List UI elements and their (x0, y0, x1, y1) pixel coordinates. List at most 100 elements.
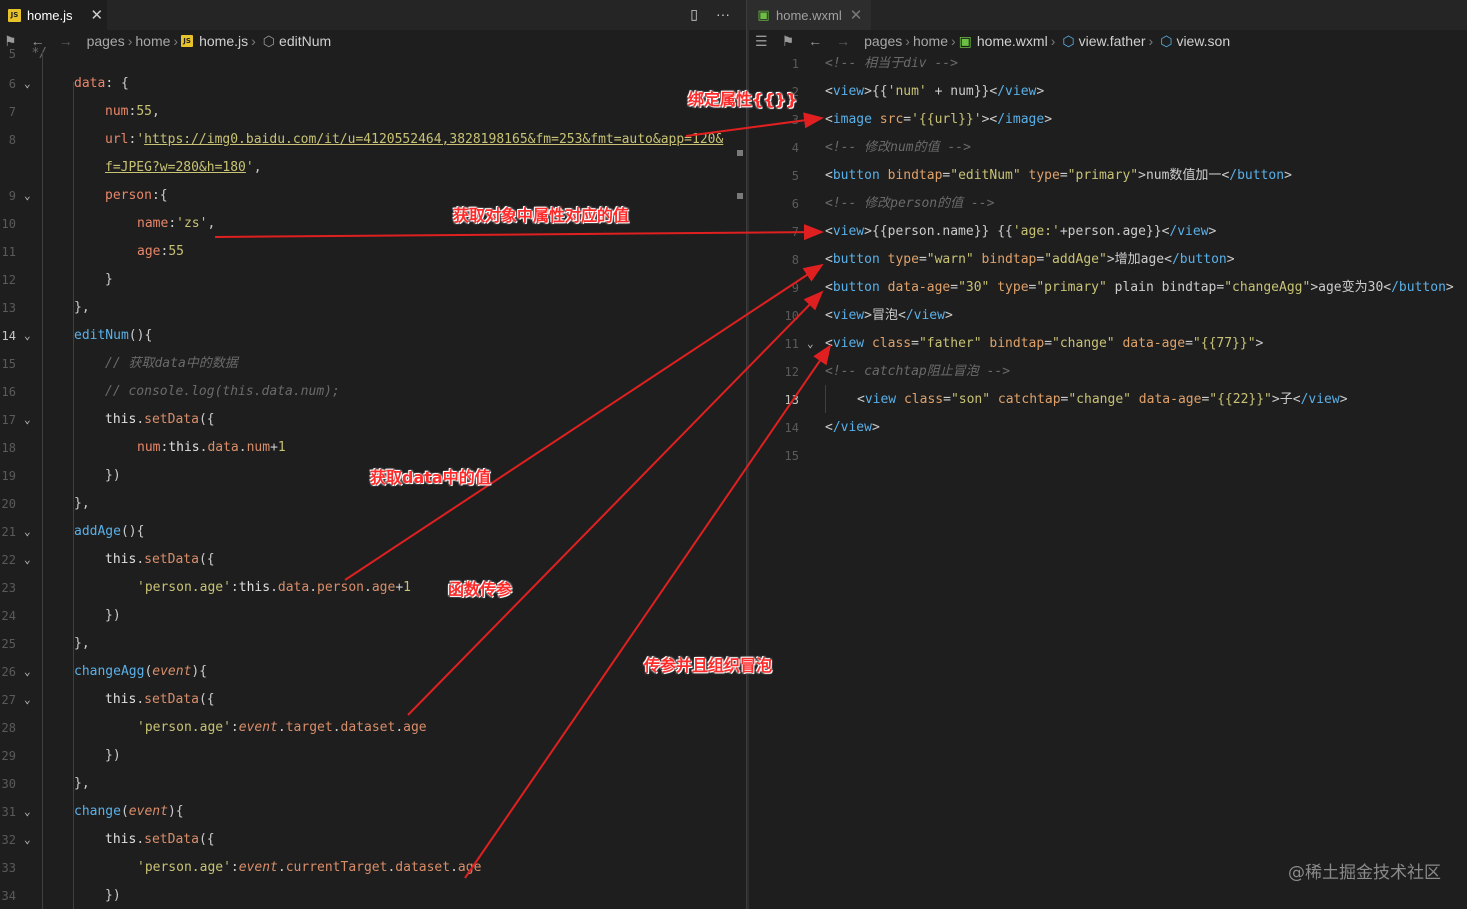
code-line[interactable]: 8<button type="warn" bindtap="addAge">增加… (749, 246, 1467, 274)
forward-icon[interactable]: → (836, 33, 851, 49)
code-line[interactable]: 33'person.age':event.currentTarget.datas… (0, 854, 746, 882)
bookmark-icon[interactable]: ⚑ (781, 32, 795, 49)
code-line[interactable]: 9<button data-age="30" type="primary" pl… (749, 274, 1467, 302)
code-line[interactable]: 6⌄data: { (0, 70, 746, 98)
more-actions-icon[interactable]: ··· (716, 6, 730, 22)
fold-chevron-icon[interactable]: ⌄ (24, 189, 31, 202)
code-line[interactable]: 1 <!-- 相当于div --> (749, 50, 1467, 78)
breadcrumb-pages[interactable]: pages (86, 33, 125, 49)
fold-chevron-icon[interactable]: ⌄ (24, 525, 31, 538)
code-line[interactable]: 19}) (0, 462, 746, 490)
fold-chevron-icon[interactable]: ⌄ (807, 337, 814, 350)
code-text: num:55, (105, 104, 160, 119)
bookmark-icon[interactable]: ⚑ (4, 32, 17, 49)
code-line[interactable]: 13}, (0, 294, 746, 322)
code-line[interactable]: 14</view> (749, 414, 1467, 442)
js-file-icon: JS (8, 8, 21, 22)
fold-chevron-icon[interactable]: ⌄ (24, 665, 31, 678)
line-number: 15 (1, 357, 16, 371)
code-line[interactable]: 15 (749, 442, 1467, 470)
indent-guide (73, 82, 74, 909)
list-icon[interactable]: ☰ (755, 32, 768, 49)
code-text: changeAgg(event){ (74, 664, 208, 679)
scrollbar-marker[interactable] (737, 193, 743, 199)
fold-chevron-icon[interactable]: ⌄ (24, 833, 31, 846)
code-line[interactable]: 28'person.age':event.target.dataset.age (0, 714, 746, 742)
scrollbar-marker[interactable] (737, 150, 743, 156)
fold-chevron-icon[interactable]: ⌄ (24, 553, 31, 566)
code-line[interactable]: 12} (0, 266, 746, 294)
code-line[interactable]: 26⌄changeAgg(event){ (0, 658, 746, 686)
code-line[interactable]: f=JPEG?w=280&h=180', (0, 154, 746, 182)
close-icon[interactable]: ✕ (849, 7, 863, 24)
code-text: this.setData({ (105, 692, 215, 707)
code-line[interactable]: 34}) (0, 882, 746, 909)
code-line[interactable]: 23'person.age':this.data.person.age+1 (0, 574, 746, 602)
breadcrumb-son[interactable]: view.son (1176, 33, 1231, 49)
fold-chevron-icon[interactable]: ⌄ (24, 413, 31, 426)
code-text: <view class="father" bindtap="change" da… (825, 336, 1264, 351)
code-line[interactable]: 10<view>冒泡</view> (749, 302, 1467, 330)
forward-icon[interactable]: → (58, 33, 73, 49)
code-line[interactable]: 20}, (0, 490, 746, 518)
code-line[interactable]: 13<view class="son" catchtap="change" da… (749, 386, 1467, 414)
code-text: }) (105, 468, 121, 483)
code-line[interactable]: 7<view>{{person.name}} {{'age:'+person.a… (749, 218, 1467, 246)
breadcrumb-file[interactable]: home.wxml (976, 33, 1048, 49)
code-line[interactable]: 21⌄addAge(){ (0, 518, 746, 546)
code-line[interactable]: 15 // 获取data中的数据 (0, 350, 746, 378)
code-text: <!-- 相当于div --> (825, 56, 958, 71)
back-icon[interactable]: ← (808, 33, 823, 49)
code-line[interactable]: 9⌄person:{ (0, 182, 746, 210)
line-number: 1 (791, 57, 799, 71)
code-line[interactable]: 14⌄editNum(){ (0, 322, 746, 350)
code-line[interactable]: 4<!-- 修改num的值 --> (749, 134, 1467, 162)
tab-home-wxml[interactable]: ▣ home.wxml ✕ (749, 0, 871, 30)
breadcrumb-file[interactable]: home.js (199, 33, 249, 49)
code-line[interactable]: 30}, (0, 770, 746, 798)
close-icon[interactable]: ✕ (90, 7, 104, 24)
code-line[interactable]: 11⌄<view class="father" bindtap="change"… (749, 330, 1467, 358)
fold-chevron-icon[interactable]: ⌄ (24, 805, 31, 818)
annotation-fn-param: 函数传参 (448, 580, 513, 599)
fold-chevron-icon[interactable]: ⌄ (24, 693, 31, 706)
fold-chevron-icon[interactable]: ⌄ (24, 77, 31, 90)
code-line[interactable]: 31⌄change(event){ (0, 798, 746, 826)
code-line[interactable]: 27⌄this.setData({ (0, 686, 746, 714)
breadcrumb-pages[interactable]: pages (864, 33, 903, 49)
code-text: </view> (825, 420, 880, 435)
code-line[interactable]: 24}) (0, 602, 746, 630)
code-text: addAge(){ (74, 524, 145, 539)
tab-home-js[interactable]: JS home.js ✕ (0, 0, 107, 30)
code-line[interactable]: 22⌄this.setData({ (0, 546, 746, 574)
code-line[interactable]: 32⌄this.setData({ (0, 826, 746, 854)
code-line[interactable]: 6<!-- 修改person的值 --> (749, 190, 1467, 218)
code-text: this.setData({ (105, 552, 215, 567)
wxml-code-editor[interactable]: 1 <!-- 相当于div --> 2<view>{{'num' + num}}</… (749, 52, 1467, 909)
code-line[interactable]: 29}) (0, 742, 746, 770)
code-line[interactable]: 2<view>{{'num' + num}}</view> (749, 78, 1467, 106)
code-line[interactable]: 5 */ (0, 40, 746, 68)
split-editor-icon[interactable]: ▯ (690, 6, 698, 22)
breadcrumb-home[interactable]: home (912, 33, 948, 49)
breadcrumb-home[interactable]: home (135, 33, 171, 49)
code-text: // 获取data中的数据 (105, 356, 238, 371)
code-text: 'person.age':event.target.dataset.age (137, 720, 427, 735)
fold-chevron-icon[interactable]: ⌄ (24, 329, 31, 342)
line-number: 3 (791, 113, 799, 127)
code-line[interactable]: 5<button bindtap="editNum" type="primary… (749, 162, 1467, 190)
code-line[interactable]: 12<!-- catchtap阻止冒泡 --> (749, 358, 1467, 386)
code-line[interactable]: 25}, (0, 630, 746, 658)
breadcrumb-father[interactable]: view.father (1078, 33, 1146, 49)
back-icon[interactable]: ← (30, 33, 45, 49)
code-line[interactable]: 3<image src='{{url}}'></image> (749, 106, 1467, 134)
code-line[interactable]: 16// console.log(this.data.num); (0, 378, 746, 406)
code-line[interactable]: 17⌄this.setData({ (0, 406, 746, 434)
breadcrumb-symbol[interactable]: editNum (279, 33, 332, 49)
